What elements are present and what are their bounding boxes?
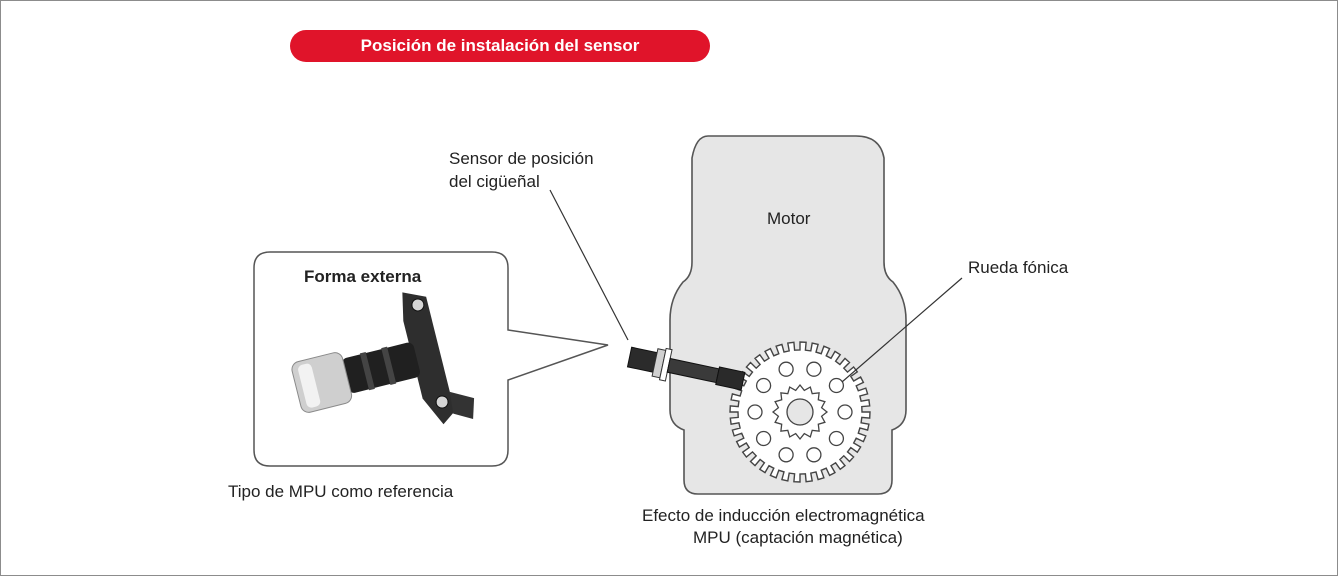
tone-wheel-leader-line <box>841 277 963 383</box>
tone-wheel <box>729 341 871 483</box>
tone-wheel-hole <box>806 361 822 377</box>
external-form-label: Forma externa <box>304 267 422 286</box>
engine-label: Motor <box>767 209 811 228</box>
tone-wheel-hole <box>755 377 772 394</box>
effect-label-line1: Efecto de inducción electromagnética <box>642 506 925 525</box>
sensor-label-line1: Sensor de posición <box>449 149 594 168</box>
tone-wheel-hole <box>806 447 822 463</box>
crankshaft-sensor-drawing <box>626 346 746 391</box>
sensor-label-line2: del cigüeñal <box>449 172 540 191</box>
mpu-reference-label: Tipo de MPU como referencia <box>228 482 454 501</box>
tone-wheel-label: Rueda fónica <box>968 258 1069 277</box>
sensor-leader-line <box>549 189 629 341</box>
tone-wheel-hole <box>828 377 845 394</box>
effect-label-line2: MPU (captación magnética) <box>693 528 903 547</box>
sensor-photo <box>291 292 475 425</box>
tone-wheel-hole <box>755 430 772 447</box>
tone-wheel-hole <box>747 404 763 420</box>
tone-wheel-center <box>786 398 814 426</box>
tone-wheel-hole <box>778 361 794 377</box>
tone-wheel-hole <box>828 430 845 447</box>
tone-wheel-hole <box>778 447 794 463</box>
title-badge: Posición de instalación del sensor <box>290 30 710 62</box>
tone-wheel-hole <box>837 404 853 420</box>
